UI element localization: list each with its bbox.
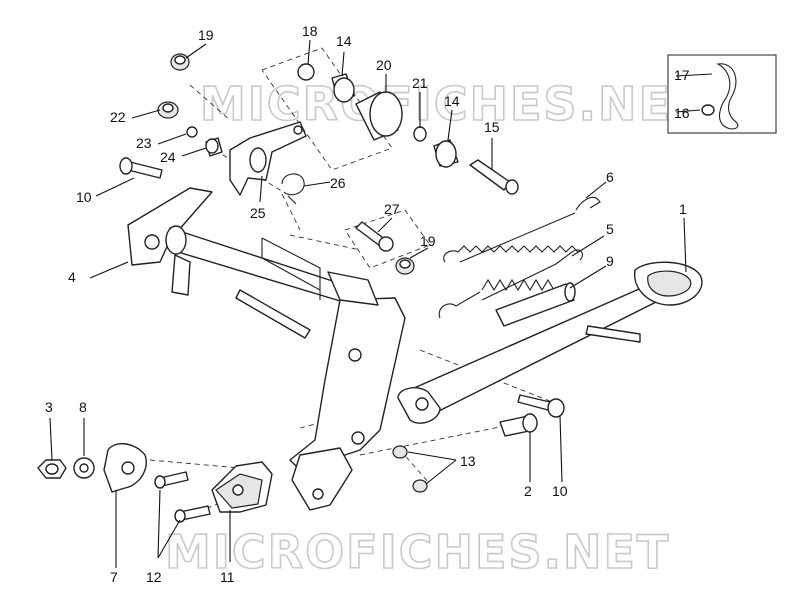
callout-4: 4	[68, 269, 76, 285]
callout-6: 6	[606, 169, 614, 185]
callout-14-lower: 14	[444, 93, 460, 109]
callout-8: 8	[79, 399, 87, 415]
callout-12: 12	[146, 569, 162, 585]
part-22-nut	[157, 101, 179, 119]
callout-14-top: 14	[336, 33, 352, 49]
part-25-bracket	[229, 121, 307, 196]
watermark-bottom: MICROFICHES.NET	[165, 525, 670, 579]
callout-26: 26	[330, 175, 346, 191]
part-10-bolt-left	[119, 157, 163, 179]
callout-19-mid: 19	[420, 233, 436, 249]
part-2-bolt	[499, 413, 538, 437]
part-26-clip	[281, 173, 305, 205]
callout-16: 16	[674, 105, 690, 121]
part-14-roller-lower	[433, 139, 459, 168]
callout-25: 25	[250, 205, 266, 221]
part-13-nuts	[392, 445, 428, 493]
part-21-washer	[413, 126, 427, 142]
callout-18: 18	[302, 23, 318, 39]
callout-17: 17	[674, 67, 690, 83]
callout-10-right: 10	[552, 483, 568, 499]
callout-10-left: 10	[76, 189, 92, 205]
leader-lines	[49, 39, 713, 568]
callout-13: 13	[460, 453, 476, 469]
callout-2: 2	[524, 483, 532, 499]
callout-22: 22	[110, 109, 126, 125]
part-19-nut-mid	[395, 257, 415, 275]
part-19-nut-top	[170, 53, 190, 71]
inset-box	[667, 54, 777, 134]
callout-7: 7	[110, 569, 118, 585]
callout-20: 20	[376, 57, 392, 73]
callout-24: 24	[160, 149, 176, 165]
part-6-spring	[443, 196, 601, 263]
callout-23: 23	[136, 135, 152, 151]
part-1-side-stand	[397, 261, 703, 424]
part-3-nut	[37, 459, 67, 479]
part-12-screws	[154, 471, 211, 523]
callout-1: 1	[679, 201, 687, 217]
callout-3: 3	[45, 399, 53, 415]
callout-11: 11	[220, 569, 235, 585]
part-24-bush	[205, 137, 223, 157]
callout-5: 5	[606, 221, 614, 237]
part-18-bush	[297, 63, 315, 81]
part-14-roller-top	[331, 73, 355, 103]
part-7-plate	[103, 443, 147, 493]
callout-27: 27	[384, 201, 400, 217]
callout-19-top: 19	[198, 27, 214, 43]
callout-labels: 1 2 3 4 5 6 7 8 9 10 10 11 12 13 14 14 1…	[45, 23, 690, 585]
part-15-bolt	[469, 159, 519, 195]
callout-21: 21	[412, 75, 428, 91]
part-8-washer	[73, 457, 95, 479]
callout-9: 9	[606, 253, 614, 269]
part-27-bolt	[355, 221, 394, 252]
part-9-sleeve	[495, 282, 576, 327]
callout-15: 15	[484, 119, 500, 135]
part-23-washer	[186, 126, 198, 138]
part-11-sensor	[211, 461, 273, 513]
part-10-bolt-right	[517, 394, 565, 418]
part-20-roller	[355, 91, 403, 141]
part-4-main-stand	[127, 187, 406, 511]
watermark-top: MICROFICHES.NET	[200, 77, 705, 131]
